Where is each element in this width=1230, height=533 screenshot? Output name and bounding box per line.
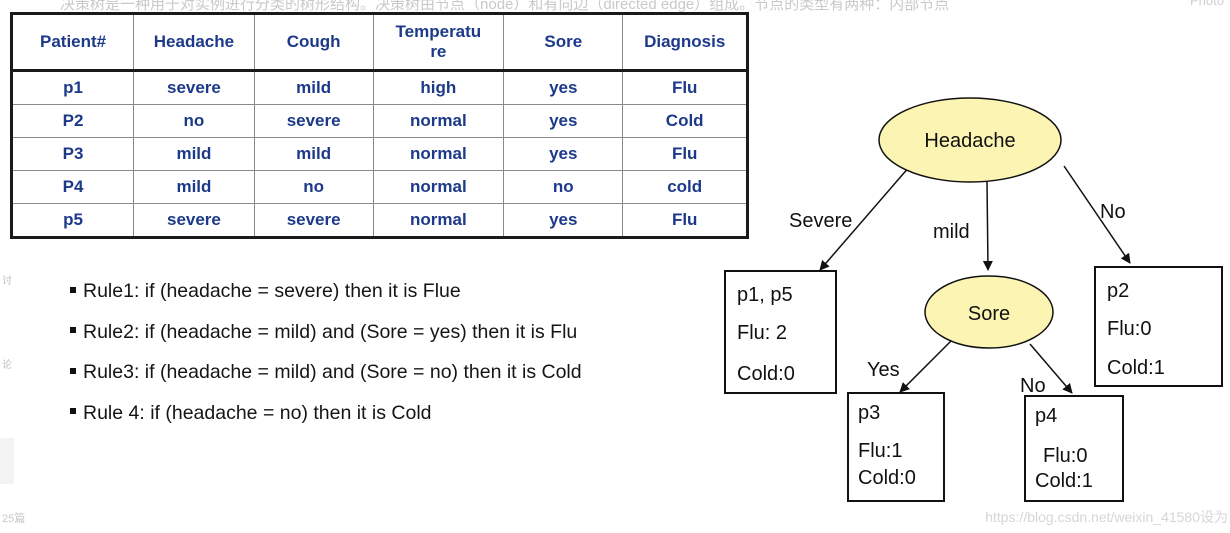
edge-yes <box>899 339 953 393</box>
rule-item: Rule3: if (headache = mild) and (Sore = … <box>70 359 582 400</box>
table-cell: no <box>133 104 255 138</box>
node-headache-label: Headache <box>924 130 1015 152</box>
table-cell: normal <box>372 170 505 204</box>
column-header: Patient# <box>10 13 135 72</box>
leaf-p1-p5: p1, p5 Flu: 2 Cold:0 <box>724 270 837 394</box>
leaf-p2: p2 Flu:0 Cold:1 <box>1094 266 1223 387</box>
watermark: https://blog.csdn.net/weixin_41580设为 <box>985 509 1228 525</box>
table-cell: severe <box>133 203 255 238</box>
node-sore-label: Sore <box>968 303 1010 325</box>
table-cell: no <box>253 170 374 204</box>
column-header: Sore <box>503 13 624 72</box>
node-sore <box>924 275 1054 349</box>
table-cell: Flu <box>622 70 748 105</box>
table-cell: yes <box>503 137 624 171</box>
table-cell: Flu <box>622 203 748 238</box>
table-row: P3 mild mild normal yes Flu <box>10 137 748 171</box>
bullet-icon <box>70 367 76 374</box>
leaf-p4: p4 Flu:0 Cold:1 <box>1024 395 1124 502</box>
table-cell: no <box>503 170 624 204</box>
rule-item: Rule1: if (headache = severe) then it is… <box>70 278 582 319</box>
table-cell: high <box>372 70 505 105</box>
edge-label-no: No <box>1100 201 1126 223</box>
table-row: p5 severe severe normal yes Flu <box>10 203 748 238</box>
bullet-icon <box>70 327 76 334</box>
patient-table: Patient# Headache Cough Temperatu re Sor… <box>10 12 749 239</box>
table-row: p1 severe mild high yes Flu <box>10 70 748 105</box>
leaf-flu-count: Flu:0 <box>1107 318 1152 340</box>
table-cell: Flu <box>622 137 748 171</box>
rule-text: Rule1: if (headache = severe) then it is… <box>83 280 461 302</box>
column-header: Diagnosis <box>622 13 748 72</box>
table-cell: normal <box>372 104 505 138</box>
edge-severe <box>819 165 911 271</box>
table-cell: severe <box>253 104 374 138</box>
bullet-icon <box>70 408 76 415</box>
background-side-block <box>0 438 14 484</box>
table-cell: yes <box>503 70 624 105</box>
table-cell: mild <box>133 170 255 204</box>
table-cell: yes <box>503 104 624 138</box>
table-cell: mild <box>253 137 374 171</box>
edge-label-yes: Yes <box>867 359 900 381</box>
edge-mild <box>982 179 993 271</box>
table-cell: P2 <box>10 104 135 138</box>
rule-text: Rule 4: if (headache = no) then it is Co… <box>83 401 432 424</box>
table-cell: cold <box>622 170 748 204</box>
table-cell: p5 <box>10 203 135 238</box>
table-cell: yes <box>503 203 624 238</box>
leaf-title: p2 <box>1107 280 1130 302</box>
leaf-cold-count: Cold:1 <box>1035 470 1093 492</box>
table-cell: mild <box>253 70 374 105</box>
table-cell: P3 <box>10 137 135 171</box>
leaf-title: p1, p5 <box>737 284 793 306</box>
rule-item: Rule2: if (headache = mild) and (Sore = … <box>70 319 582 360</box>
leaf-title: p3 <box>858 402 881 424</box>
leaf-flu-count: Flu:1 <box>858 440 903 462</box>
bullet-icon <box>70 286 76 293</box>
node-headache <box>878 97 1062 183</box>
background-banner-text: 决策树是一种用于对实例进行分类的树形结构。决策树由节点（node）和有向边（di… <box>60 0 950 13</box>
decision-tree: Headache Sore Severe mild No Yes No <box>789 97 1131 397</box>
table-row: P4 mild no normal no cold <box>10 170 748 204</box>
rules-list: Rule1: if (headache = severe) then it is… <box>70 278 582 440</box>
rule-text: Rule2: if (headache = mild) and (Sore = … <box>83 320 578 343</box>
table-header-row: Patient# Headache Cough Temperatu re Sor… <box>10 13 748 72</box>
table-cell: mild <box>133 137 255 171</box>
background-side-mark: 论 <box>2 360 12 371</box>
edge-label-severe: Severe <box>789 210 852 232</box>
table-cell: normal <box>372 203 505 238</box>
rule-item: Rule 4: if (headache = no) then it is Co… <box>70 400 582 441</box>
background-count-text: 25篇 <box>2 513 26 525</box>
rule-text: Rule3: if (headache = mild) and (Sore = … <box>83 361 582 383</box>
column-header: Headache <box>133 13 255 72</box>
table-cell: p1 <box>10 70 135 105</box>
background-corner-text: Photo <box>1190 0 1224 8</box>
edge-label-mild: mild <box>933 221 970 243</box>
leaf-cold-count: Cold:0 <box>737 363 795 385</box>
leaf-p3: p3 Flu:1 Cold:0 <box>847 392 945 502</box>
table-cell: Cold <box>622 104 748 138</box>
leaf-title: p4 <box>1035 405 1058 427</box>
edge-sore-no <box>1029 343 1073 394</box>
table-row: P2 no severe normal yes Cold <box>10 104 748 138</box>
column-header: Temperatu re <box>372 13 505 72</box>
column-header: Cough <box>253 13 374 72</box>
table-cell: severe <box>253 203 374 238</box>
table-cell: P4 <box>10 170 135 204</box>
leaf-flu-count: Flu: 2 <box>737 322 788 344</box>
leaf-flu-count: Flu:0 <box>1043 445 1088 467</box>
table-cell: severe <box>133 70 255 105</box>
table-cell: normal <box>372 137 505 171</box>
edge-label-sore-no: No <box>1020 375 1046 397</box>
leaf-cold-count: Cold:0 <box>858 467 916 489</box>
leaf-cold-count: Cold:1 <box>1107 357 1165 379</box>
background-side-mark: 讨 <box>2 276 12 287</box>
edge-no <box>1063 165 1131 264</box>
